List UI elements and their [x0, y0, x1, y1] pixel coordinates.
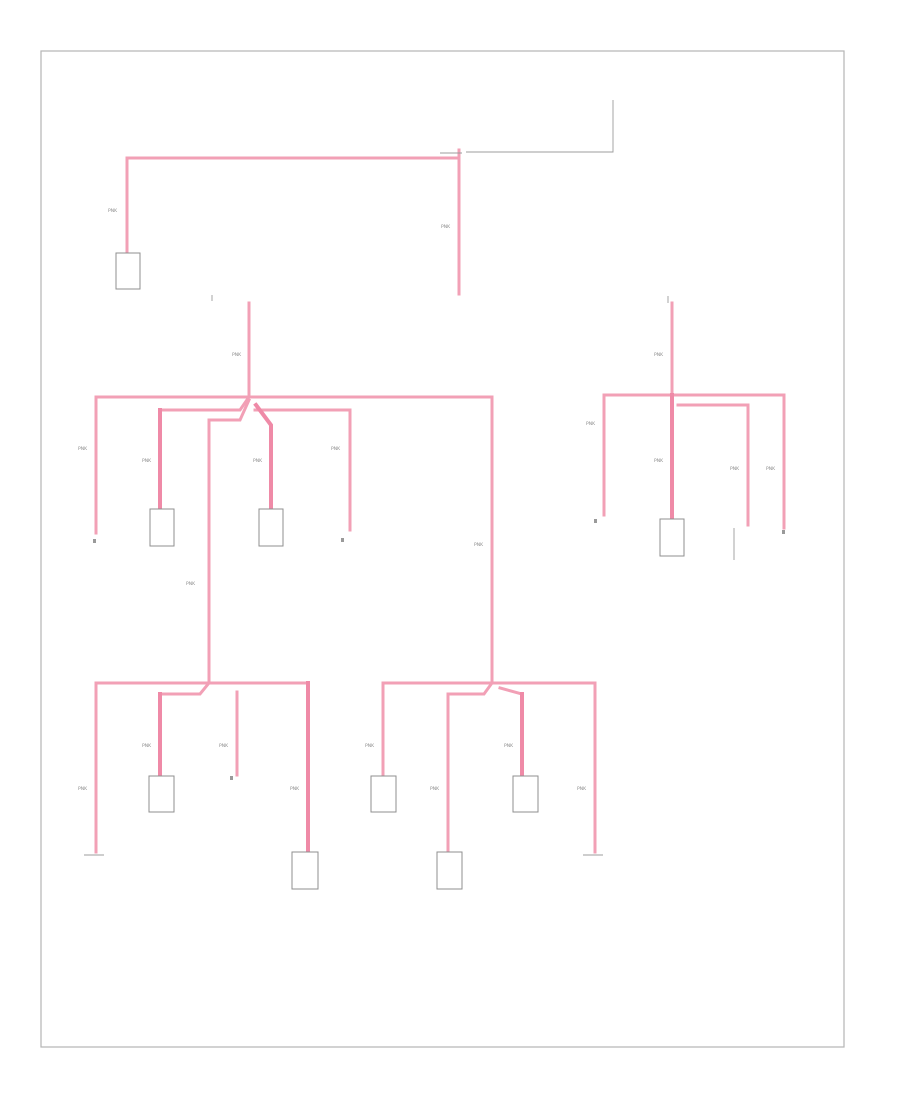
injector-7: [512, 775, 539, 813]
wire-label: PNK: [654, 352, 664, 358]
wire-label: PNK: [186, 581, 196, 587]
wire-label: PNK: [654, 458, 664, 464]
wire-label: PNK: [365, 743, 375, 749]
wire-bus-right-branch: [446, 680, 495, 696]
wire-label: PNK: [253, 458, 263, 464]
injector-4: [291, 851, 319, 890]
wire-top-to-cluster: [125, 156, 460, 254]
wire-label: PNK: [78, 786, 88, 792]
injector-3: [230, 776, 233, 780]
wire-label: PNK: [331, 446, 341, 452]
comp-d-pin: [341, 538, 344, 542]
injector-5: [370, 775, 397, 813]
comp-g-pin: [782, 530, 785, 534]
wire-label: PNK: [577, 786, 587, 792]
comp-c-connector: [258, 508, 284, 547]
wire-label: PNK: [474, 542, 484, 548]
wire-label: PNK: [504, 743, 514, 749]
wire-bus-branch-lower: [207, 398, 251, 422]
wire-label: PNK: [142, 743, 152, 749]
wire-label: PNK: [441, 224, 451, 230]
comp-f-connector: [659, 518, 685, 557]
comp-b-connector: [149, 508, 175, 547]
injector-6: [436, 851, 463, 890]
wire-label: PNK: [142, 458, 152, 464]
wire-label: PNK: [78, 446, 88, 452]
wire-label: PNK: [730, 466, 740, 472]
comp-e-pin: [594, 519, 597, 523]
wire-bus-branch-upper: [158, 394, 252, 412]
injector-2-connector: [148, 775, 175, 813]
injector-3-pin: [230, 776, 233, 780]
wire-label: PNK: [586, 421, 596, 427]
wire-drop-comp-c: [253, 402, 273, 510]
diagram-frame: [40, 50, 845, 1048]
wire-label: PNK: [430, 786, 440, 792]
injector-2: [148, 775, 175, 813]
comp-a-pin: [93, 539, 96, 543]
injector-4-connector: [291, 851, 319, 890]
wire-label: PNK: [232, 352, 242, 358]
instrument-cluster-connector: [115, 252, 141, 290]
injector-5-connector: [370, 775, 397, 813]
wire-label: PNK: [290, 786, 300, 792]
wire-label: PNK: [108, 208, 118, 214]
injector-6-connector: [436, 851, 463, 890]
wire-bus-left-branch: [158, 680, 212, 696]
wire-label: PNK: [766, 466, 776, 472]
wire-bus-right-branch-2: [498, 686, 524, 696]
wire-label: PNK: [219, 743, 229, 749]
injector-7-connector: [512, 775, 539, 813]
top-note-bracket: [466, 100, 614, 153]
